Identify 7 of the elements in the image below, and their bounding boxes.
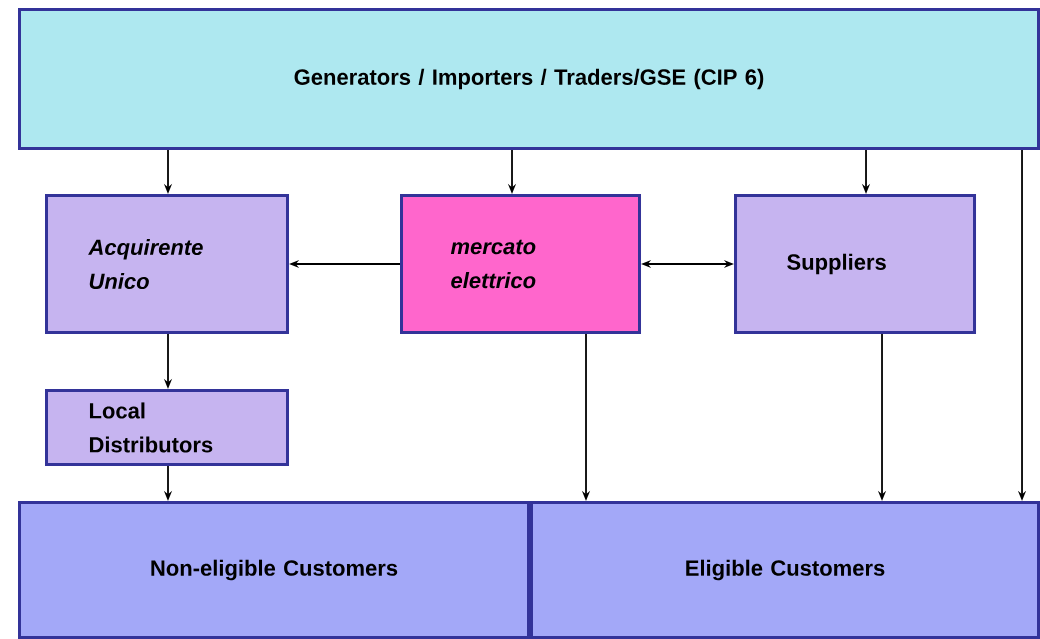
process-box: Non-eligible Customers <box>18 501 530 639</box>
process-box: Eligible Customers <box>530 501 1040 639</box>
process-box: Local Distributors <box>45 389 289 466</box>
process-box: Suppliers <box>734 194 976 334</box>
process-box: Generators / Importers / Traders/GSE (CIP 6) <box>18 8 1040 150</box>
process-box: Acquirente Unico <box>45 194 289 334</box>
process-box: mercato elettrico <box>400 194 641 334</box>
